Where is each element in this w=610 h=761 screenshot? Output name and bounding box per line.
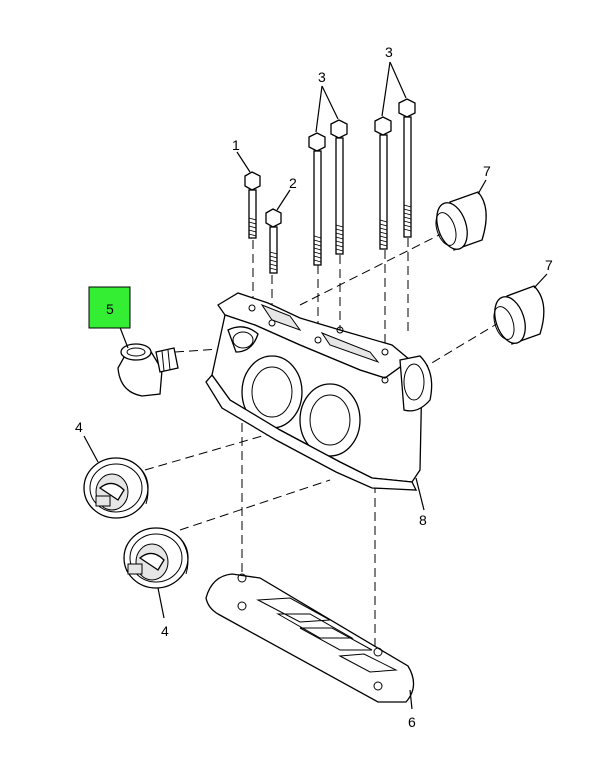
bolt-2 [265, 208, 282, 274]
callout-7-lower[interactable]: 7 [545, 257, 553, 273]
bolt-1 [244, 171, 261, 239]
callout-8[interactable]: 8 [419, 512, 427, 528]
plug-7-lower [493, 285, 545, 345]
callout-7-upper[interactable]: 7 [483, 163, 491, 179]
elbow-fitting-5 [117, 343, 179, 397]
gasket-6 [205, 573, 415, 703]
callout-1[interactable]: 1 [232, 137, 240, 153]
plug-7-upper [435, 191, 487, 251]
bolt-3-a [308, 132, 326, 266]
leader-lines [83, 61, 548, 710]
bolt-3-b [330, 119, 348, 255]
thermostat-4-upper [83, 457, 149, 519]
callout-3-right[interactable]: 3 [385, 44, 393, 60]
callout-5-highlight[interactable] [88, 286, 131, 329]
callout-6[interactable]: 6 [408, 714, 416, 730]
callout-4-upper[interactable]: 4 [75, 419, 83, 435]
thermostat-4-lower [123, 527, 189, 589]
bolt-3-c [374, 116, 392, 250]
callout-4-lower[interactable]: 4 [161, 623, 169, 639]
callout-3-left[interactable]: 3 [318, 69, 326, 85]
callout-5[interactable]: 5 [106, 301, 114, 317]
thermostat-housing [205, 292, 433, 491]
callout-2[interactable]: 2 [289, 175, 297, 191]
bolt-3-d [398, 98, 416, 238]
